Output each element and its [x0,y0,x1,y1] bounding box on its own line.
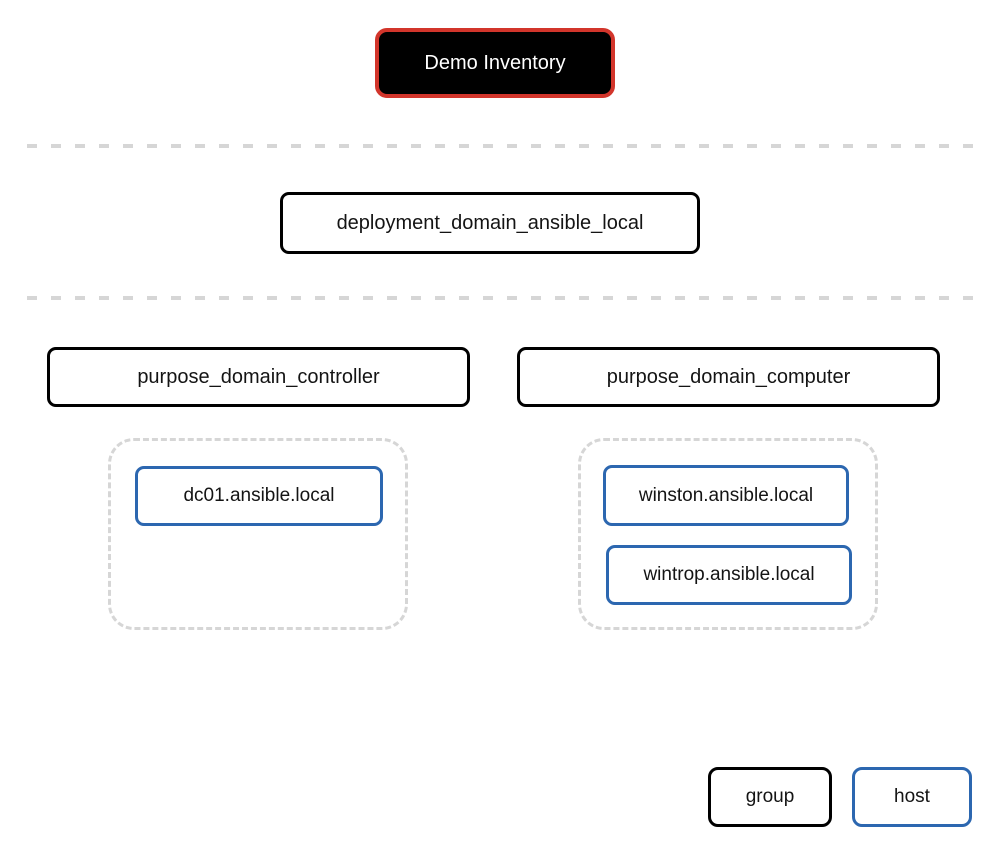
dashed-separator-bottom [27,296,977,300]
legend-host-key: host [852,767,972,827]
legend-group-label: group [745,786,795,807]
host-node-wintrop: wintrop.ansible.local [606,545,852,605]
host-node-dc01: dc01.ansible.local [135,466,383,526]
legend-host-label: host [894,786,930,807]
group-node-purpose-domain-controller: purpose_domain_controller [47,347,470,407]
group-node-deployment-domain: deployment_domain_ansible_local [280,192,700,254]
dashed-separator-top [27,144,977,148]
host-label: wintrop.ansible.local [643,564,815,585]
group-node-purpose-domain-computer: purpose_domain_computer [517,347,940,407]
host-node-winston: winston.ansible.local [603,465,849,526]
group-label: purpose_domain_computer [606,365,851,388]
group-label: purpose_domain_controller [137,365,380,388]
host-group-container-computer: winston.ansible.local wintrop.ansible.lo… [578,438,878,630]
host-group-container-controller: dc01.ansible.local [108,438,408,630]
host-label: dc01.ansible.local [183,485,335,506]
host-label: winston.ansible.local [638,484,814,506]
legend-group-key: group [708,767,832,827]
inventory-root-label: Demo Inventory [424,51,566,74]
group-label: deployment_domain_ansible_local [336,211,644,234]
inventory-root-node: Demo Inventory [375,28,615,98]
